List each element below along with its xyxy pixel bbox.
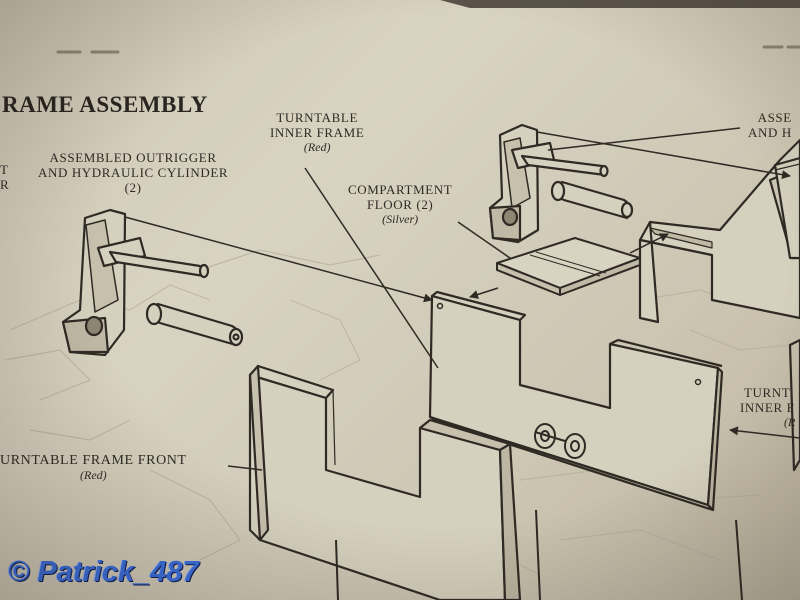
roller-pair — [534, 423, 586, 459]
leader-lines — [124, 127, 800, 471]
leader-right-inner-frame — [729, 426, 800, 439]
left-outrigger-part — [61, 208, 210, 357]
label-inner-frame-line1: TURNTABLE — [276, 110, 358, 125]
label-frame-front-color: (Red) — [80, 468, 107, 482]
staple-marks — [56, 45, 800, 54]
right-outrigger-part — [488, 123, 609, 244]
leader-compartment-floor — [457, 221, 511, 259]
leader-floor-to-frame — [469, 287, 499, 299]
leader-right-outrigger-side — [547, 127, 741, 151]
turntable-frame-front-part — [248, 364, 522, 600]
leader-outrigger-to-frame — [124, 216, 433, 303]
label-turntable-inner-frame: TURNTABLE INNER FRAME (Red) — [270, 110, 364, 155]
label-frame-front-line1: URNTABLE FRAME FRONT — [0, 453, 187, 468]
label-right-mid-cropped: TURNT INNER F (R — [740, 385, 795, 430]
label-assembled-outrigger: ASSEMBLED OUTRIGGER AND HYDRAULIC CYLIND… — [38, 150, 228, 195]
leader-frame-front — [227, 465, 263, 471]
label-left-edge-cropped: T R — [0, 162, 9, 192]
page-title: RAME ASSEMBLY — [2, 92, 208, 117]
leader-right-outrigger-to-frame — [536, 131, 791, 180]
label-compartment-floor-line2: FLOOR (2) — [366, 197, 434, 212]
label-compartment-floor: COMPARTMENT FLOOR (2) (Silver) — [348, 182, 452, 227]
label-outrigger-qty: (2) — [124, 180, 142, 195]
right-hydraulic-cylinder-part — [550, 180, 634, 220]
label-left-edge-line1: T — [0, 162, 9, 177]
label-inner-frame-line2: INNER FRAME — [270, 125, 365, 140]
bleed-through-lines — [4, 249, 800, 576]
label-right-mid-line2: INNER F — [740, 400, 795, 415]
label-compartment-floor-color: (Silver) — [382, 212, 419, 226]
support-posts — [335, 509, 743, 600]
label-outrigger-line2: AND HYDRAULIC CYLINDER — [38, 165, 229, 180]
left-hydraulic-cylinder-part — [145, 302, 244, 347]
label-outrigger-line1: ASSEMBLED OUTRIGGER — [49, 150, 217, 165]
label-right-top-line2: AND H — [748, 125, 792, 140]
compartment-floor-part — [496, 237, 641, 296]
label-right-top-cropped: ASSE AND H — [748, 110, 792, 140]
watermark-text: © Patrick_487 — [8, 556, 199, 588]
label-right-top-line1: ASSE — [757, 110, 792, 125]
label-right-mid-color: (R — [784, 415, 796, 429]
label-turntable-frame-front: URNTABLE FRAME FRONT (Red) — [0, 453, 187, 483]
leader-inner-frame — [304, 167, 439, 369]
label-left-edge-line2: R — [0, 177, 10, 192]
page-corner-shadow — [440, 0, 800, 8]
label-right-mid-line1: TURNT — [744, 385, 791, 400]
right-inner-frame-part — [638, 138, 800, 472]
label-inner-frame-color: (Red) — [303, 140, 331, 154]
label-compartment-floor-line1: COMPARTMENT — [348, 182, 453, 197]
leader-floor-to-right-frame — [629, 233, 669, 254]
